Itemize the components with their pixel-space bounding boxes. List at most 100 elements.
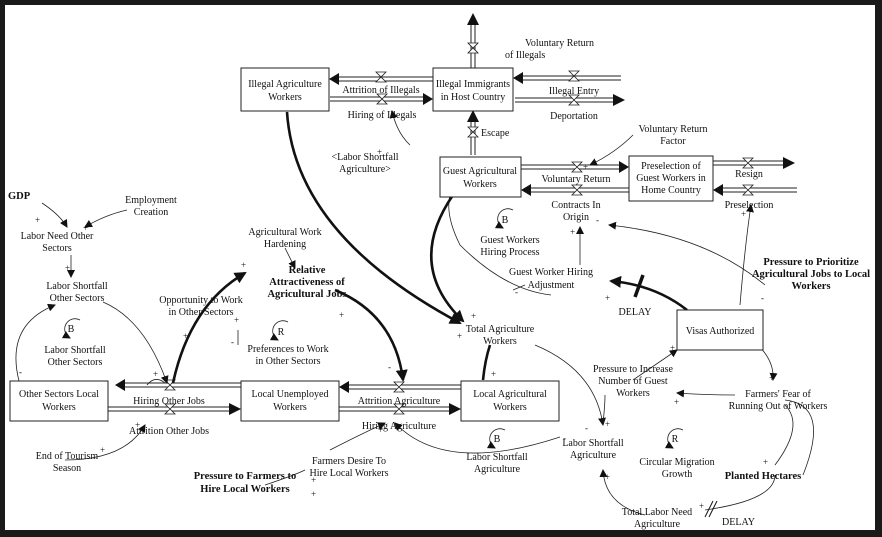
label-escape: Escape — [481, 128, 510, 139]
label-attrition-illegals: Attrition of Illegals — [342, 85, 419, 96]
label-opportunity-1: Opportunity to Work — [159, 295, 242, 306]
flow-pipe-preselection — [713, 184, 797, 196]
svg-text:Visas Authorized: Visas Authorized — [686, 326, 755, 337]
label-gw-hiring-adj-2: Adjustment — [528, 280, 575, 291]
svg-text:+: + — [241, 260, 246, 270]
label-employment-creation-2: Creation — [134, 207, 168, 218]
flow-pipe-voluntary-return-illegals — [467, 13, 479, 68]
svg-text:R: R — [278, 327, 285, 338]
svg-text:+: + — [311, 475, 316, 485]
svg-text:Local Agricultural: Local Agricultural — [473, 389, 547, 400]
flow-pipe-escape — [467, 110, 479, 155]
causal-links — [15, 110, 814, 516]
label-pressure-prioritize-1: Pressure to Prioritize — [763, 257, 859, 268]
flow-pipe-deportation — [515, 94, 625, 106]
svg-text:+: + — [670, 343, 675, 353]
label-vr-factor-2: Factor — [660, 136, 686, 147]
svg-text:+: + — [65, 263, 70, 273]
flow-pipe-contracts-origin — [521, 184, 629, 196]
svg-text:-: - — [19, 367, 22, 377]
label-hiring-agriculture: Hiring Agriculture — [362, 421, 437, 432]
svg-text:+: + — [699, 501, 704, 511]
loop-b-other: B Labor Shortfall Other Sectors — [44, 318, 106, 368]
label-pressure-farmers-2: Hire Local Workers — [200, 484, 289, 495]
label-relative-attr-3: Agricultural Jobs — [267, 289, 346, 300]
delay-mark-2 — [704, 500, 718, 518]
label-relative-attr-2: Attractiveness of — [269, 277, 345, 288]
flow-pipe-hiring-illegals — [330, 93, 433, 105]
label-contracts-origin-2: Origin — [563, 212, 589, 223]
label-vr-factor-1: Voluntary Return — [639, 124, 708, 135]
svg-text:B: B — [494, 434, 501, 445]
flow-pipe-voluntary-return — [521, 161, 629, 173]
svg-text:B: B — [502, 215, 509, 226]
label-contracts-origin-1: Contracts In — [551, 200, 600, 211]
label-shortfall-ag-2: Agriculture — [570, 450, 617, 461]
flow-pipe-hiring-agriculture — [339, 403, 461, 415]
svg-text:Labor Shortfall: Labor Shortfall — [44, 345, 106, 356]
label-pressure-increase-3: Workers — [616, 388, 650, 399]
label-work-hardening-2: Hardening — [264, 239, 306, 250]
stock-local-ag-workers: Local Agricultural Workers — [460, 380, 560, 422]
label-relative-attr-1: Relative — [289, 265, 326, 276]
label-voluntary-return-illegals-1: Voluntary Return — [525, 38, 594, 49]
label-illegal-entry: Illegal Entry — [549, 86, 599, 97]
label-farmers-desire-1: Farmers Desire To — [312, 456, 386, 467]
svg-text:+: + — [457, 331, 462, 341]
svg-text:Workers: Workers — [42, 402, 76, 413]
polarity-signs: + + + + - + + + + + - - + + + + + + + + … — [19, 147, 774, 511]
svg-text:Hiring Process: Hiring Process — [480, 247, 539, 258]
svg-text:Illegal Agriculture: Illegal Agriculture — [248, 79, 322, 90]
svg-text:+: + — [605, 293, 610, 303]
label-preferences-2: in Other Sectors — [256, 356, 321, 367]
loop-b-guest: B Guest Workers Hiring Process — [480, 208, 540, 258]
svg-text:+: + — [741, 209, 746, 219]
diagram-canvas: Illegal Agriculture Workers Illegal Immi… — [5, 5, 875, 530]
stock-guest-ag-workers: Guest Agricultural Workers — [439, 156, 522, 198]
svg-text:Agriculture: Agriculture — [474, 464, 521, 475]
svg-text:Other Sectors Local: Other Sectors Local — [19, 389, 99, 400]
svg-text:+: + — [35, 215, 40, 225]
svg-text:Preselection of: Preselection of — [641, 161, 701, 172]
svg-text:+: + — [763, 457, 768, 467]
svg-text:-: - — [388, 362, 391, 372]
svg-text:Other Sectors: Other Sectors — [48, 357, 103, 368]
stock-preselection: Preselection of Guest Workers in Home Co… — [628, 155, 714, 202]
flow-pipe-attrition-agriculture — [339, 381, 461, 393]
label-pressure-increase-1: Pressure to Increase — [593, 364, 674, 375]
flow-pipe-illegal-entry — [513, 70, 621, 84]
label-hiring-other-jobs: Hiring Other Jobs — [133, 396, 205, 407]
stock-illegal-immigrants: Illegal Immigrants in Host Country — [432, 67, 514, 112]
stock-local-unemployed: Local Unemployed Workers — [240, 380, 340, 422]
label-farmers-fear-1: Farmers' Fear of — [745, 389, 811, 400]
svg-text:+: + — [769, 373, 774, 383]
label-end-tourism-2: Season — [53, 463, 81, 474]
label-opportunity-2: in Other Sectors — [169, 307, 234, 318]
delay-label-1: DELAY — [619, 307, 652, 318]
label-voluntary-return: Voluntary Return — [542, 174, 611, 185]
svg-text:+: + — [491, 369, 496, 379]
label-voluntary-return-illegals-2: of Illegals — [505, 50, 545, 61]
svg-text:Guest Workers: Guest Workers — [480, 235, 539, 246]
thick-links — [171, 111, 688, 384]
label-shadow-shortfall-1: <Labor Shortfall — [331, 152, 398, 163]
label-pressure-prioritize-3: Workers — [791, 281, 830, 292]
label-deportation: Deportation — [550, 111, 598, 122]
flow-pipe-attrition-other-jobs — [108, 403, 241, 415]
label-farmers-desire-2: Hire Local Workers — [310, 468, 389, 479]
svg-text:-: - — [231, 337, 234, 347]
label-preferences-1: Preferences to Work — [247, 344, 328, 355]
label-end-tourism-1: End of Tourism — [36, 451, 99, 462]
svg-text:+: + — [135, 420, 140, 430]
label-hiring-illegals: Hiring of Illegals — [348, 110, 417, 121]
label-total-labor-need-2: Agriculture — [634, 519, 681, 530]
svg-text:+: + — [234, 315, 239, 325]
svg-text:+: + — [339, 310, 344, 320]
label-total-ag-2: Workers — [483, 336, 517, 347]
label-shadow-shortfall-2: Agriculture> — [339, 164, 391, 175]
svg-text:+: + — [674, 397, 679, 407]
svg-text:Workers: Workers — [273, 402, 307, 413]
label-circular-2: Growth — [662, 469, 693, 480]
label-circular-1: Circular Migration — [639, 457, 714, 468]
